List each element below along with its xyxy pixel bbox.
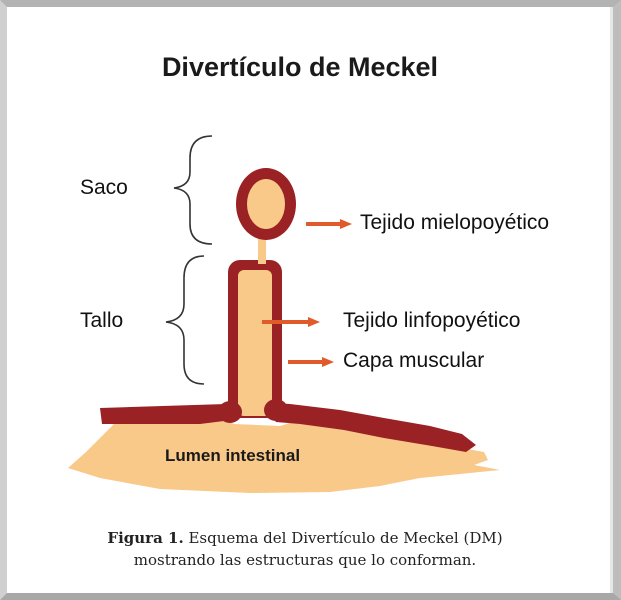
saco-bracket bbox=[174, 136, 212, 244]
label-tejido-mielopoyetico: Tejido mielopoyético bbox=[360, 211, 549, 235]
figure-caption: Figura 1. Esquema del Divertículo de Mec… bbox=[30, 527, 580, 571]
caption-line-1: Figura 1. Esquema del Divertículo de Mec… bbox=[30, 527, 580, 549]
caption-line-2: mostrando las estructuras que lo conform… bbox=[30, 549, 580, 571]
label-tejido-linfopoyetico: Tejido linfopoyético bbox=[343, 309, 520, 333]
label-saco: Saco bbox=[80, 176, 128, 200]
stalk-base-left bbox=[218, 401, 242, 423]
arrow-capa-muscular bbox=[288, 357, 334, 367]
caption-text-1: Esquema del Divertículo de Meckel (DM) bbox=[188, 529, 502, 547]
tallo-bracket bbox=[166, 256, 204, 384]
label-tallo: Tallo bbox=[80, 309, 123, 333]
label-lumen-intestinal: Lumen intestinal bbox=[165, 446, 300, 466]
caption-figure-label: Figura 1. bbox=[107, 529, 183, 547]
label-capa-muscular: Capa muscular bbox=[343, 349, 484, 373]
stalk-inner-tissue bbox=[238, 270, 272, 416]
arrow-mielopoyetico bbox=[306, 219, 352, 229]
stalk-base-right bbox=[264, 399, 288, 421]
diagram-title: Divertículo de Meckel bbox=[0, 52, 600, 83]
intestinal-wall-left bbox=[100, 404, 232, 424]
sac-inner-tissue bbox=[247, 179, 285, 229]
